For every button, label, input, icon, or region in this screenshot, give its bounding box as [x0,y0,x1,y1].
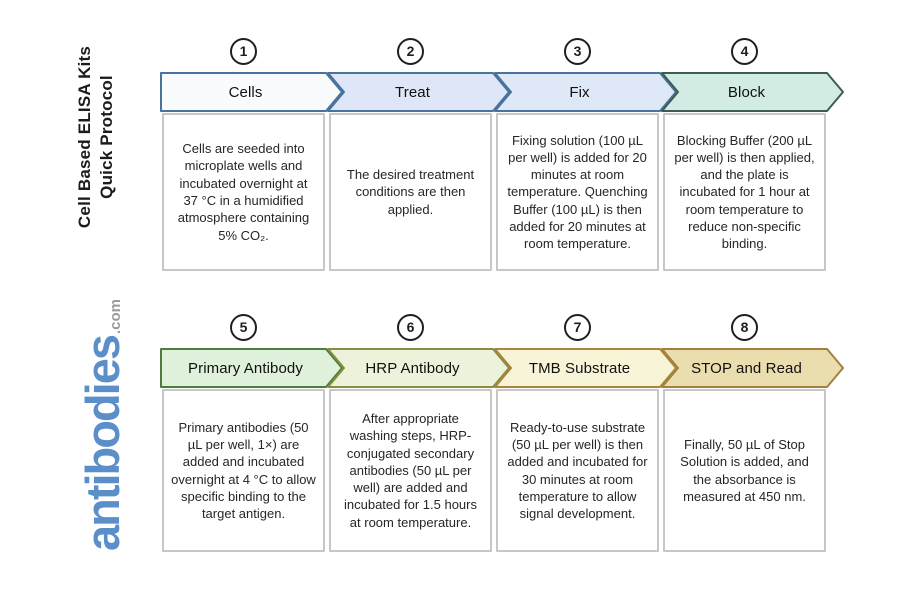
step-description-hrp-antibody: After appropriate washing steps, HRP-con… [329,389,492,552]
step-number-badge: 2 [397,37,424,65]
step-label: Primary Antibody [188,359,303,377]
step-numbers-row-2: 5 6 7 8 [160,313,860,341]
step-chevron-hrp-antibody: HRP Antibody [327,348,510,388]
description-row-2: Primary antibodies (50 µL per well, 1×) … [160,389,860,552]
protocol-title-line1: Cell Based ELISA Kits [75,45,95,229]
step-description-primary-antibody: Primary antibodies (50 µL per well, 1×) … [162,389,325,552]
step-chevron-stop-and-read: STOP and Read [661,348,844,388]
step-chevron-treat: Treat [327,72,510,112]
step-description-stop-and-read: Finally, 50 µL of Stop Solution is added… [663,389,826,552]
step-chevron-fix: Fix [494,72,677,112]
step-number-badge: 8 [731,313,758,341]
step-description-fix: Fixing solution (100 µL per well) is add… [496,113,659,271]
logo-domain-suffix: .com [107,298,124,334]
step-number-badge: 4 [731,37,758,65]
protocol-row-1: 1 2 3 4 Cells Treat Fix Block [160,37,860,271]
step-number-badge: 3 [564,37,591,65]
chevron-band-row-2: Primary Antibody HRP Antibody TMB Substr… [160,348,860,388]
step-number-badge: 6 [397,313,424,341]
step-chevron-primary-antibody: Primary Antibody [160,348,343,388]
protocol-title-line2: Quick Protocol [97,75,116,199]
protocol-title: Cell Based ELISA Kits Quick Protocol [74,37,118,237]
chevron-band-row-1: Cells Treat Fix Block [160,72,860,112]
step-description-treat: The desired treatment conditions are the… [329,113,492,271]
step-numbers-row-1: 1 2 3 4 [160,37,860,65]
description-row-1: Cells are seeded into microplate wells a… [160,113,860,271]
step-chevron-cells: Cells [160,72,343,112]
step-number-badge: 5 [230,313,257,341]
step-label: Fix [569,83,590,101]
step-label: Block [727,83,766,101]
step-label: Treat [395,83,430,101]
step-chevron-block: Block [661,72,844,112]
antibodies-logo: antibodies .com [64,275,129,575]
step-number-badge: 1 [230,37,257,65]
step-chevron-tmb-substrate: TMB Substrate [494,348,677,388]
step-label: Cells [228,83,263,101]
step-label: HRP Antibody [365,359,460,377]
step-label: STOP and Read [691,359,802,377]
step-description-cells: Cells are seeded into microplate wells a… [162,113,325,271]
step-description-tmb-substrate: Ready-to-use substrate (50 µL per well) … [496,389,659,552]
step-description-block: Blocking Buffer (200 µL per well) is the… [663,113,826,271]
logo-wordmark: antibodies [76,336,129,552]
step-label: TMB Substrate [528,359,631,377]
protocol-row-2: 5 6 7 8 Primary Antibody HRP Antibody TM… [160,313,860,552]
step-number-badge: 7 [564,313,591,341]
